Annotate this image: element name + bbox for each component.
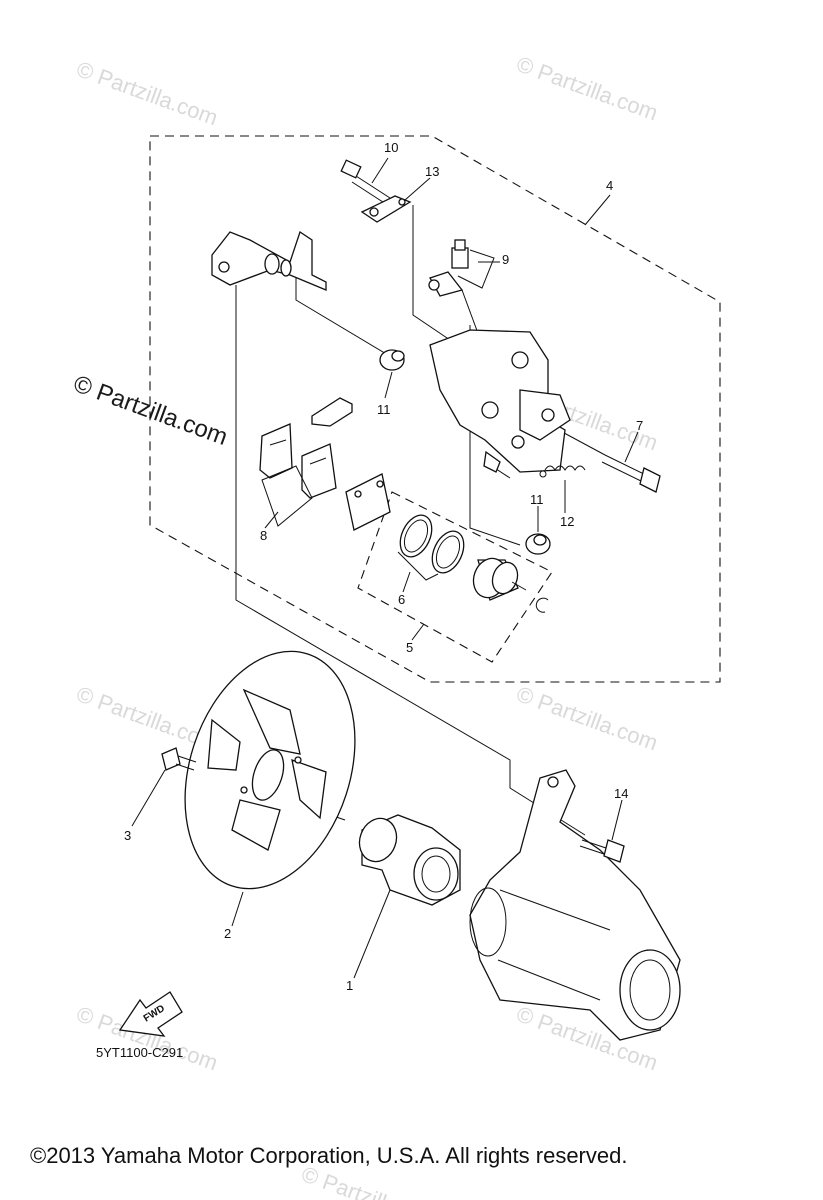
caliper-mount-bolt	[601, 454, 661, 493]
watermark-tile: © Partzilla.com	[513, 681, 661, 755]
caliper-bracket-pin	[211, 230, 327, 291]
callout-labels: 10 13 4 9 11 7 11 12 8 6 5 14 3 2 1	[124, 140, 643, 993]
housing-bolt	[579, 839, 625, 863]
diagram-code: 5YT1100-C291	[96, 1045, 183, 1060]
callout-3: 3	[124, 828, 131, 843]
brake-pad-left	[259, 423, 293, 479]
caliper-body	[429, 329, 571, 473]
disc-bolt	[161, 747, 197, 771]
caliper-piston	[472, 557, 527, 601]
pin-boot-lower	[525, 533, 551, 555]
callout-9: 9	[502, 252, 509, 267]
callout-11-lower: 11	[530, 492, 544, 507]
callout-leaders	[131, 157, 639, 979]
copyright-notice: ©2013 Yamaha Motor Corporation, U.S.A. A…	[30, 1143, 627, 1168]
brake-pad-right	[301, 443, 337, 499]
pad-support-clip	[311, 397, 353, 427]
axle-housing	[469, 769, 681, 1041]
retaining-clip	[360, 195, 412, 223]
pad-spring	[539, 465, 586, 478]
callout-10: 10	[384, 140, 398, 155]
callout-8: 8	[260, 528, 267, 543]
disc-hub	[358, 814, 461, 906]
callout-12: 12	[560, 514, 574, 529]
callout-14: 14	[614, 786, 628, 801]
pad-shim	[345, 473, 391, 531]
callout-6: 6	[398, 592, 405, 607]
brake-disc	[184, 650, 356, 890]
callout-11-upper: 11	[377, 402, 391, 417]
piston-seals	[397, 514, 465, 581]
callout-5: 5	[406, 640, 413, 655]
forward-arrow-icon: FWD	[118, 991, 183, 1037]
watermark-tile: © Partzilla.com	[513, 51, 661, 125]
watermark-tile: © Partzilla.com	[73, 56, 221, 130]
callout-7: 7	[636, 418, 643, 433]
caliper-pin-bolt	[340, 159, 391, 205]
snap-ring	[535, 597, 549, 613]
pad-leader	[261, 465, 313, 527]
callout-13: 13	[425, 164, 439, 179]
callout-4: 4	[606, 178, 613, 193]
callout-2: 2	[224, 926, 231, 941]
bleed-screw	[428, 239, 495, 297]
caliper-seal-kit-boundary	[357, 491, 553, 663]
callout-1: 1	[346, 978, 353, 993]
pin-boot-upper	[379, 349, 405, 371]
